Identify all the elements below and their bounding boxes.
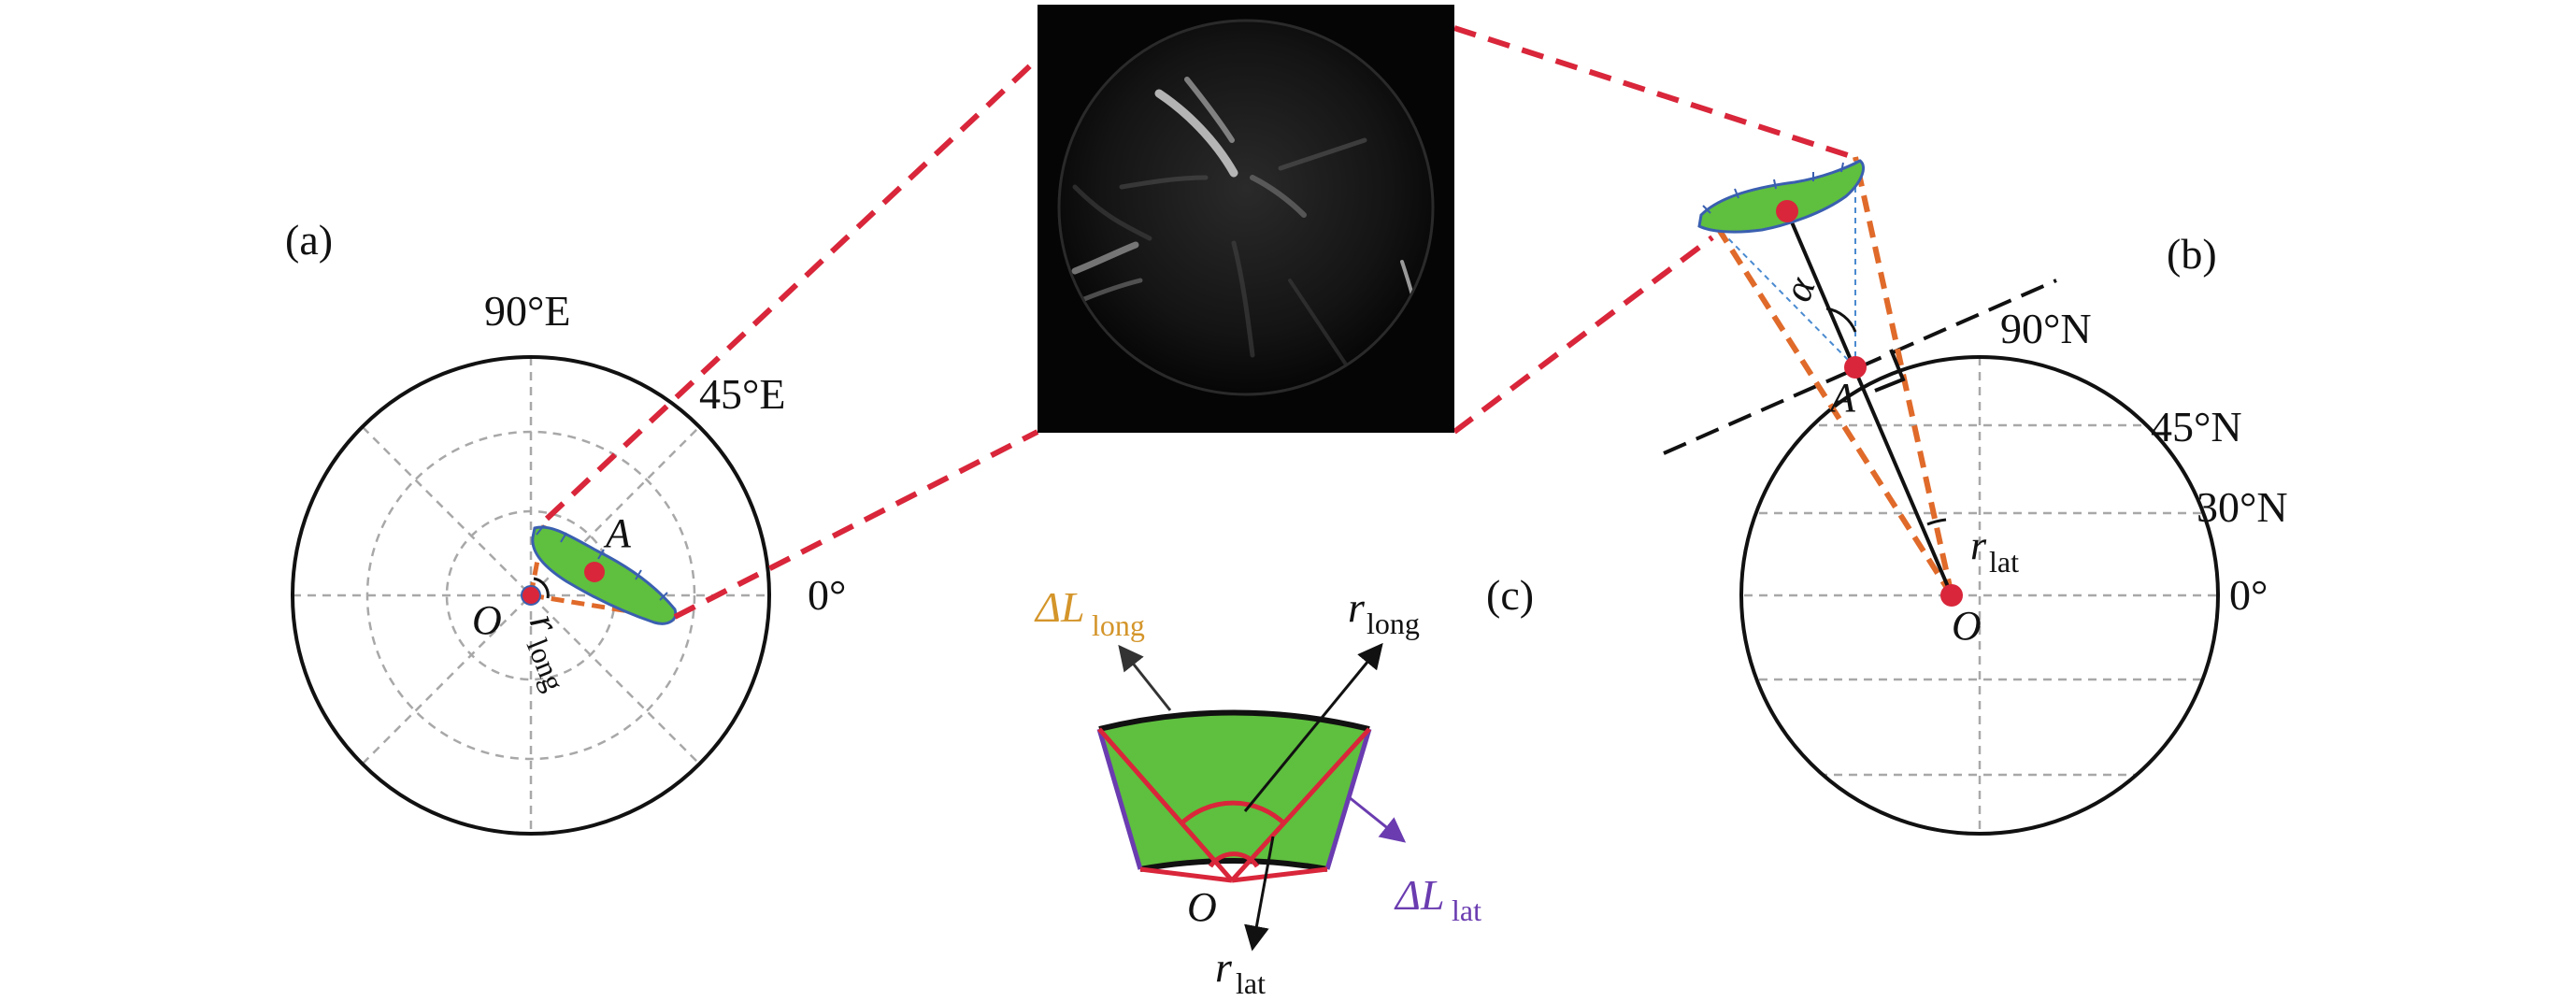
panel-c-dl-lat-arrow: [1347, 794, 1407, 843]
panel-b-label-45n: 45°N: [2151, 403, 2242, 450]
panel-b-point-a: [1844, 356, 1867, 379]
panel-c-inner-arc: [1139, 858, 1328, 872]
panel-a-aurora-fringe: [536, 524, 668, 601]
panel-c-sector: [1099, 712, 1369, 869]
panel-a-polar-grid: [293, 357, 769, 834]
panel-c-right-edge: [1324, 728, 1372, 870]
svg-text:ΔL: ΔL: [1034, 583, 1085, 631]
panel-c-left-edge: [1096, 728, 1143, 870]
panel-b-radial-line: [1785, 210, 1953, 596]
panel-b-right-angle: [1874, 349, 1906, 393]
svg-text:r: r: [1970, 522, 1987, 568]
panel-a-angle-arc: [533, 577, 550, 599]
panel-c: (c) ΔL long r long: [1034, 571, 1534, 1000]
svg-text:r: r: [1215, 943, 1233, 991]
svg-text:lat: lat: [1989, 545, 2019, 579]
panel-a-view-cone: [528, 524, 676, 622]
panel-c-r-long-arrow: [1243, 642, 1383, 812]
panel-a-point-a: [584, 562, 605, 582]
panel-a-earth-circle: [291, 355, 771, 836]
panel-b-label: (b): [2167, 230, 2217, 278]
panel-a-label-a: A: [603, 510, 632, 556]
panel-c-label-o: O: [1187, 884, 1217, 930]
panel-a-label: (a): [285, 216, 333, 264]
svg-text:r: r: [1348, 583, 1366, 631]
projection-lines: [544, 25, 1854, 620]
panel-b-label-a: A: [1827, 375, 1856, 421]
panel-c-r-lat-label: r lat: [1215, 943, 1266, 1000]
panel-c-dl-lat-label: ΔL lat: [1394, 871, 1481, 927]
panel-b-label-o: O: [1952, 603, 1982, 649]
panel-b-aurora-patch: [1697, 159, 1865, 234]
panel-b-alpha-arc: [1825, 307, 1857, 333]
panel-c-dl-long-label: ΔL long: [1034, 583, 1145, 642]
panel-a: (a) 90°E 45°E 0° A O: [285, 216, 846, 836]
panel-b-earth-circle: [1739, 355, 2220, 836]
panel-b-r-lat-label: r lat: [1970, 522, 2019, 579]
panel-a-label-0: 0°: [808, 571, 846, 619]
svg-text:long: long: [1092, 608, 1145, 642]
all-sky-image: [1038, 5, 1454, 433]
panel-b-label-alpha: α: [1774, 270, 1825, 307]
svg-text:lat: lat: [1236, 966, 1266, 1000]
svg-text:r: r: [521, 607, 569, 639]
panel-a-label-45e: 45°E: [699, 370, 786, 418]
panel-b-label-90n: 90°N: [2000, 305, 2092, 352]
svg-text:lat: lat: [1452, 894, 1481, 927]
panel-c-r-lat-arrow: [1244, 836, 1275, 951]
svg-text:ΔL: ΔL: [1394, 871, 1445, 919]
panel-c-dl-long-arrow: [1118, 644, 1172, 711]
panel-b-aurora-point: [1776, 200, 1798, 222]
panel-b-aurora-fringe: [1702, 162, 1844, 214]
panel-c-red-lines: [1097, 727, 1371, 883]
panel-b-label-30n: 30°N: [2197, 483, 2288, 531]
panel-b: (b) 90°N 45°N 30°N 0°: [1663, 156, 2288, 836]
panel-c-r-long-label: r long: [1348, 583, 1420, 640]
panel-a-label-90e: 90°E: [484, 287, 571, 335]
panel-b-view-lines: [1717, 157, 1856, 368]
panel-c-label: (c): [1486, 571, 1534, 619]
panel-a-label-o: O: [472, 597, 502, 643]
panel-a-point-o: [521, 585, 541, 606]
panel-b-label-0: 0°: [2229, 571, 2268, 619]
svg-text:long: long: [521, 634, 572, 695]
panel-a-r-long-label: r long: [521, 607, 572, 695]
svg-text:long: long: [1367, 607, 1420, 640]
panel-b-rlat-arc: [1926, 518, 1947, 526]
panel-b-point-o: [1940, 584, 1963, 607]
panel-c-outer-arc: [1098, 709, 1370, 732]
